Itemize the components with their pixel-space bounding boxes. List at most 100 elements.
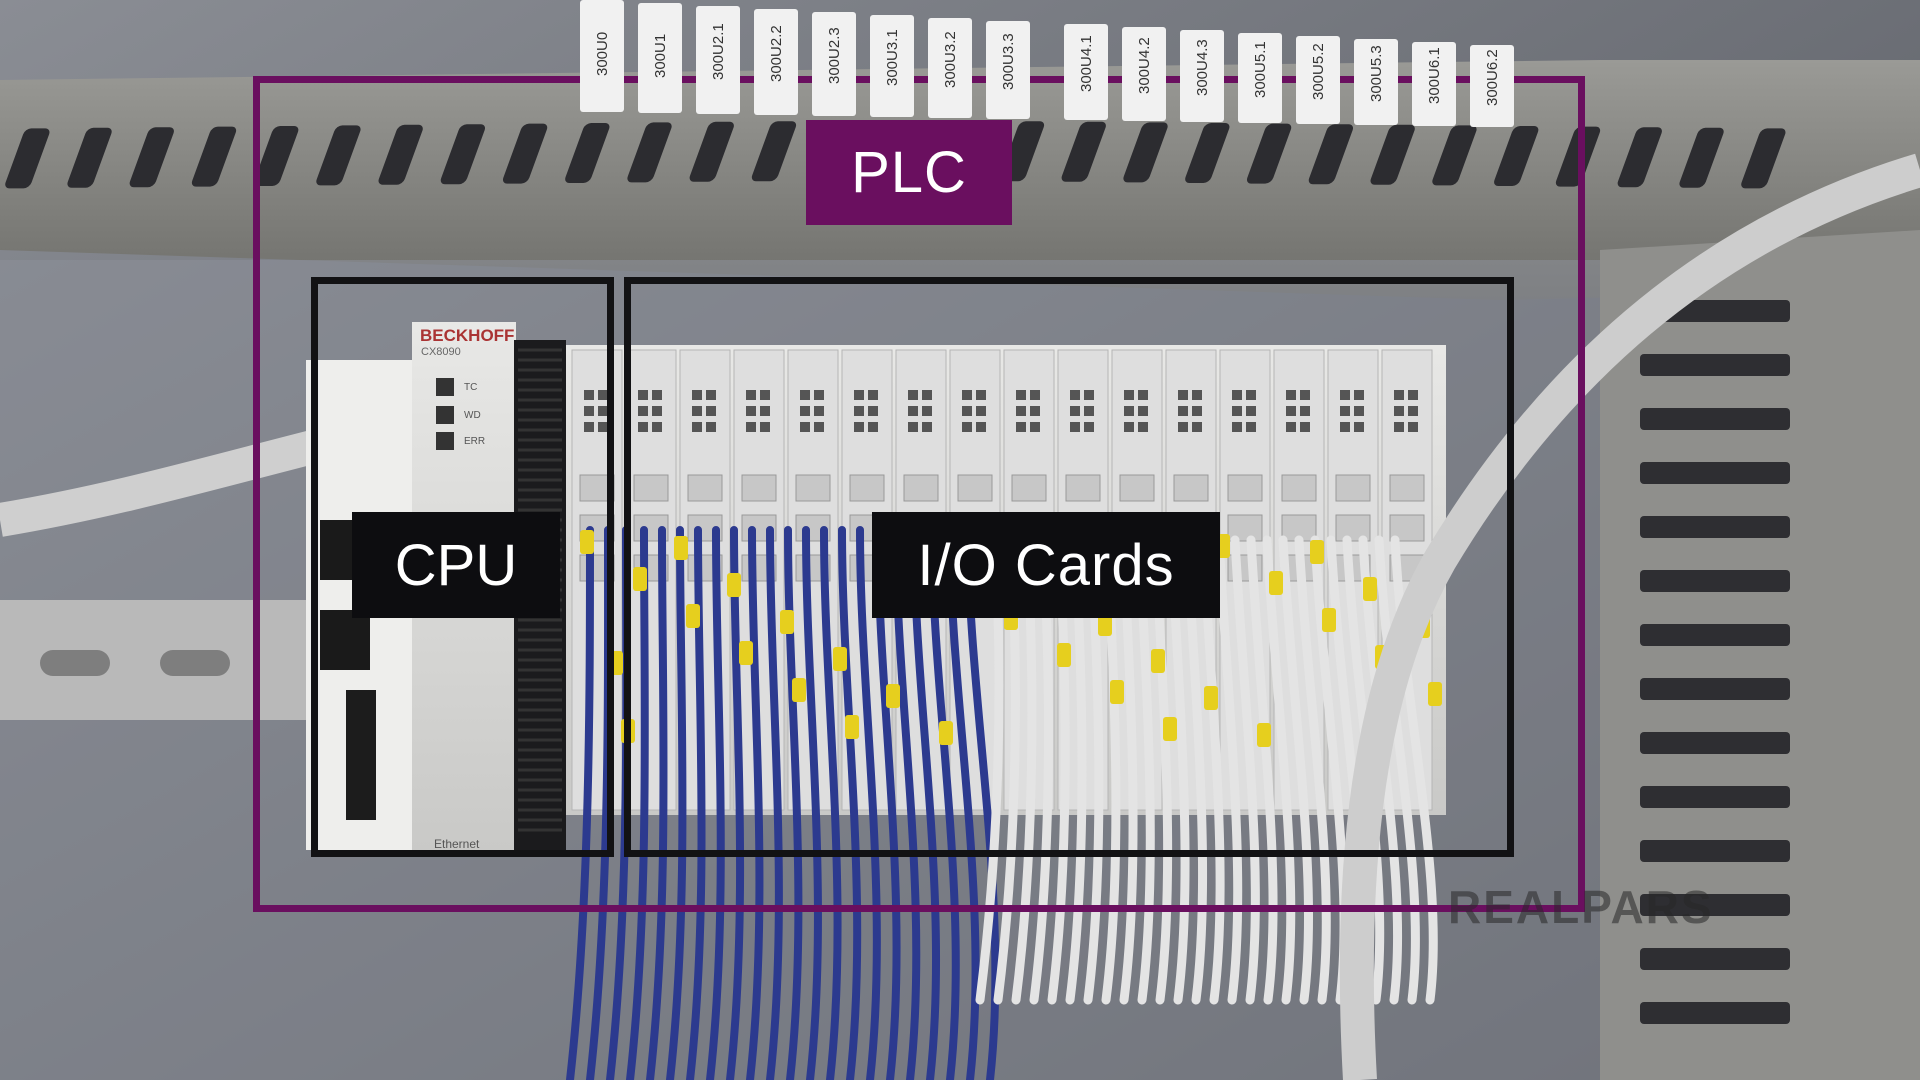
duct-slot xyxy=(1061,121,1106,182)
wire-label-text: 300U4.3 xyxy=(1194,39,1211,96)
wire-label-card xyxy=(1354,39,1398,125)
blue-wire xyxy=(726,526,745,1080)
wire-label-text: 300U2.2 xyxy=(768,25,785,82)
duct-slot xyxy=(1640,408,1790,430)
io-cards-outline-box xyxy=(624,277,1514,857)
blue-wire xyxy=(784,526,803,1080)
wire-marker xyxy=(1110,680,1124,704)
wire-label-text: 300U3.3 xyxy=(1000,33,1017,90)
wire-label-card xyxy=(1122,27,1166,121)
cpu-label: CPU xyxy=(352,512,560,618)
cpu-model-label: CX8090 xyxy=(421,346,461,358)
blue-wire xyxy=(746,526,764,1080)
wire-label-card xyxy=(812,12,856,116)
duct-slot xyxy=(129,127,174,188)
duct-slot xyxy=(1640,624,1790,646)
blue-wire xyxy=(706,526,725,1080)
wire-marker xyxy=(1363,577,1377,601)
wire-label-card xyxy=(1412,42,1456,126)
blue-wire xyxy=(856,526,881,1080)
duct-slot xyxy=(1640,1002,1790,1024)
wire-marker xyxy=(1163,717,1177,741)
wire-marker xyxy=(674,536,688,560)
led-label-wd: WD xyxy=(464,410,481,421)
led-label-err: ERR xyxy=(464,436,486,447)
wire-label-text: 300U6.1 xyxy=(1426,47,1443,104)
wire-marker xyxy=(1257,723,1271,747)
led-label-tc: TC xyxy=(464,382,478,393)
wire-marker xyxy=(845,715,859,739)
wire-marker xyxy=(939,721,953,745)
blue-wire xyxy=(802,526,822,1080)
white-wire xyxy=(1230,535,1260,1005)
white-wire xyxy=(1358,535,1403,1005)
duct-slot xyxy=(316,125,361,186)
duct-slot xyxy=(1494,126,1539,186)
wire-marker xyxy=(1269,571,1283,595)
wire-label-text: 300U4.2 xyxy=(1136,37,1153,94)
duct-slot xyxy=(1246,123,1292,184)
white-wire xyxy=(1262,535,1296,1005)
duct-slot xyxy=(1617,127,1662,188)
wire-label-card xyxy=(1180,30,1224,122)
wire-marker xyxy=(833,647,847,671)
wire-label-text: 300U3.1 xyxy=(884,29,901,86)
wire-label-text: 300U6.2 xyxy=(1484,49,1501,106)
duct-slot xyxy=(191,126,237,187)
duct-slot xyxy=(1185,123,1230,183)
wire-label-text: 300U2.3 xyxy=(826,27,843,84)
wire-marker xyxy=(1057,643,1071,667)
duct-slot xyxy=(1640,894,1790,916)
duct-slot xyxy=(1640,786,1790,808)
wire-marker xyxy=(1151,649,1165,673)
duct-slot xyxy=(1432,125,1477,186)
duct-slot xyxy=(1640,732,1790,754)
duct-slot xyxy=(751,121,797,182)
blue-wire xyxy=(838,526,862,1080)
white-wire xyxy=(1374,535,1420,1005)
wire-marker xyxy=(633,567,647,591)
duct-slot xyxy=(1123,122,1168,183)
wire-marker xyxy=(792,678,806,702)
blue-wire xyxy=(686,526,706,1080)
wire-marker xyxy=(1322,608,1336,632)
duct-slot xyxy=(565,123,610,183)
duct-slot xyxy=(5,128,50,189)
wire-label-card xyxy=(1064,24,1108,120)
duct-slot xyxy=(67,127,112,188)
duct-slot xyxy=(1640,570,1790,592)
wire-marker xyxy=(686,604,700,628)
wire-label-card xyxy=(928,18,972,118)
realpars-watermark: REALPARS xyxy=(1448,881,1714,933)
wire-label-card xyxy=(754,9,798,115)
duct-slot xyxy=(440,124,485,185)
blue-wire xyxy=(646,526,668,1080)
duct-slot xyxy=(1679,127,1724,188)
wire-label-text: 300U0 xyxy=(594,31,611,76)
wire-marker xyxy=(1310,540,1324,564)
wire-marker xyxy=(739,641,753,665)
io-cards-label: I/O Cards xyxy=(872,512,1220,618)
white-wire xyxy=(1294,535,1331,1005)
wire-marker xyxy=(1204,686,1218,710)
wire-marker xyxy=(1098,612,1112,636)
duct-slot xyxy=(502,123,548,184)
plc-label: PLC xyxy=(806,120,1012,225)
duct-slot xyxy=(689,121,734,182)
duct-slot xyxy=(1741,128,1786,189)
wire-label-text: 300U5.3 xyxy=(1368,45,1385,102)
wire-label-card xyxy=(580,0,624,112)
wire-label-card xyxy=(696,6,740,114)
blue-wire xyxy=(766,526,783,1080)
wire-marker xyxy=(780,610,794,634)
wire-label-card xyxy=(638,3,682,113)
wire-label-card xyxy=(1470,45,1514,127)
white-wire xyxy=(1246,535,1278,1005)
blue-wire xyxy=(626,526,649,1080)
blue-wire xyxy=(566,526,594,1080)
duct-slot xyxy=(1640,354,1790,376)
blue-wire xyxy=(666,526,687,1080)
wire-marker xyxy=(886,684,900,708)
duct-slot xyxy=(378,124,423,185)
wire-marker xyxy=(1428,682,1442,706)
